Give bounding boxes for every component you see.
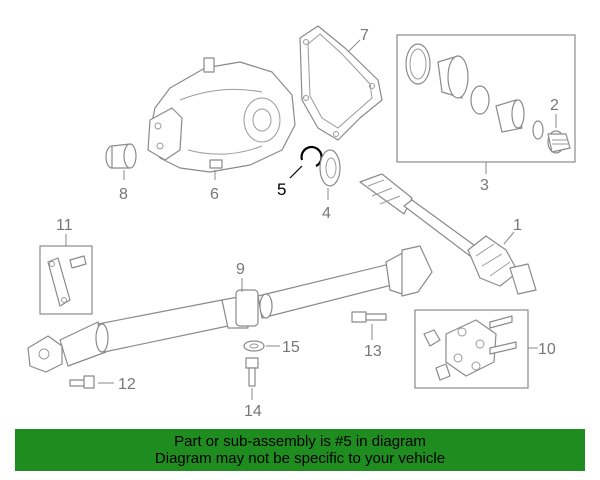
part-1-axle-shaft[interactable] — [359, 173, 537, 295]
callout-11: 11 — [56, 217, 73, 234]
part-4-seal[interactable] — [319, 149, 341, 187]
part-3-cv-boot-kit[interactable] — [405, 43, 544, 140]
part-10-flex-disc-kit[interactable] — [423, 315, 517, 381]
callout-14: 14 — [244, 403, 262, 420]
part-2-hub-nut[interactable] — [547, 130, 571, 154]
callout-1: 1 — [513, 217, 522, 234]
part-13-bolt[interactable] — [351, 311, 387, 323]
part-15-washer[interactable] — [243, 340, 265, 352]
callout-9: 9 — [236, 261, 245, 278]
notice-line-1: Part or sub-assembly is #5 in diagram — [174, 433, 426, 450]
notice-line-2: Diagram may not be specific to your vehi… — [154, 450, 446, 467]
part-10-kit-box[interactable] — [414, 309, 529, 389]
part-5-retaining-clip[interactable] — [300, 145, 323, 167]
callout-7: 7 — [360, 27, 369, 44]
part-11-center-support[interactable] — [47, 255, 87, 307]
part-14-bolt[interactable] — [245, 357, 259, 387]
callout-4: 4 — [322, 205, 331, 222]
callout-8: 8 — [119, 186, 128, 203]
part-8-bushing[interactable] — [105, 143, 137, 169]
notice-banner: Part or sub-assembly is #5 in diagram Di… — [15, 429, 585, 471]
callout-2: 2 — [550, 97, 559, 114]
parts-diagram: 1 2 3 4 5 6 7 8 9 10 11 12 13 14 15 — [27, 25, 576, 420]
callout-10: 10 — [538, 341, 556, 358]
callout-6: 6 — [210, 186, 219, 203]
part-7-cover-gasket[interactable] — [299, 25, 383, 141]
callout-5: 5 — [277, 180, 286, 199]
part-9-drive-shaft[interactable] — [27, 245, 433, 373]
callout-12: 12 — [118, 376, 136, 393]
callout-3: 3 — [480, 177, 489, 194]
part-6-differential-housing[interactable] — [147, 57, 296, 173]
part-12-bolt[interactable] — [69, 375, 95, 389]
callout-13: 13 — [364, 343, 382, 360]
callout-15: 15 — [282, 339, 300, 356]
